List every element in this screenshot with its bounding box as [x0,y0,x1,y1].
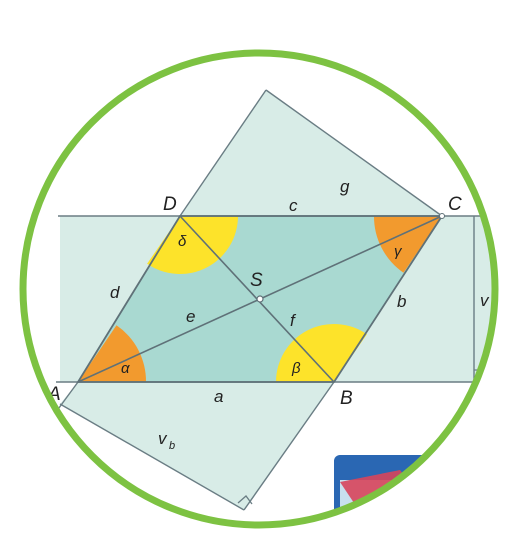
rotated-band-upper [180,90,442,216]
height-vb-subscript: b [169,440,175,452]
height-vb-base: v [158,429,168,448]
side-c-label: c [289,196,298,215]
side-b-label: b [397,292,406,311]
side-a-label: a [214,387,223,406]
center-s-label: S [250,270,263,291]
angle-delta-sector [147,216,239,275]
line-g-label: g [340,177,350,196]
angle-delta-label: δ [178,233,187,250]
vertex-c-dot [439,213,445,219]
angle-alpha-sector [78,325,147,382]
vertex-c-label: C [448,194,462,215]
circle-frame [19,49,499,529]
side-d-label: d [110,283,120,302]
diagonal-e-label: e [186,307,195,326]
line-g [265,89,443,217]
center-point-s [256,295,264,303]
line-ad-extended-up [179,89,267,217]
diagonal-f-label: f [290,311,297,330]
angle-beta-label: β [291,360,301,377]
rotated-band-lower [60,382,334,510]
line-bc-extended-down [243,381,335,511]
height-vb-label: v b [158,429,175,452]
angle-alpha-label: α [121,360,130,377]
corner-thumbnail [334,455,474,525]
angle-beta-sector [276,323,367,382]
vertex-b-label: B [340,388,353,409]
height-va-base: v [480,291,490,310]
line-vb [59,403,245,511]
right-angle-vb-marker [237,495,253,505]
angle-gamma-sector [373,216,442,273]
line-ad-extended-down [55,381,79,413]
angle-gamma-label: γ [394,243,403,260]
vertex-d-label: D [163,194,177,215]
